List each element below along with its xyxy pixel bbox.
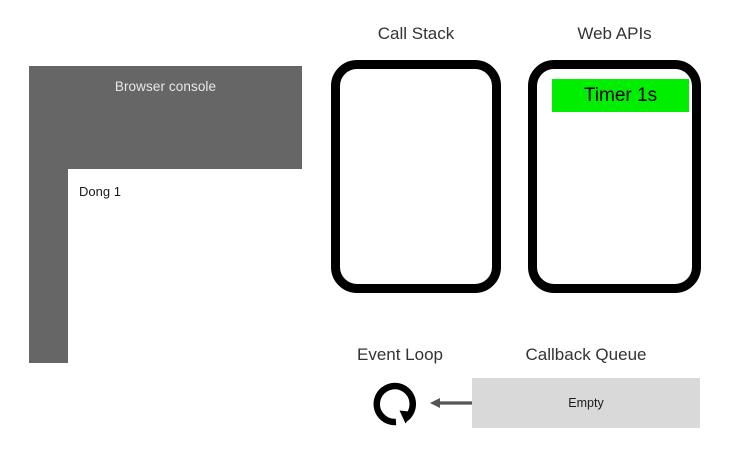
console-log-line: Dong 1 [79,184,121,199]
event-loop-title: Event Loop [356,345,443,364]
callback-queue-box: Empty [472,378,700,428]
browser-console-panel: Browser console Dong 1 [29,66,319,418]
browser-console-output: Dong 1 [68,169,319,418]
web-apis-title: Web APIs [577,24,652,43]
web-api-task-timer: Timer 1s [552,79,689,112]
call-stack-title: Call Stack [377,24,455,43]
call-stack-box [331,60,501,293]
queue-to-loop-arrow-icon [428,393,474,413]
web-apis-box: Timer 1s [528,60,701,293]
callback-queue-title: Callback Queue [525,345,647,364]
browser-console-title: Browser console [114,79,217,94]
circular-arrow-icon [370,378,422,430]
callback-queue-status: Empty [568,396,604,410]
